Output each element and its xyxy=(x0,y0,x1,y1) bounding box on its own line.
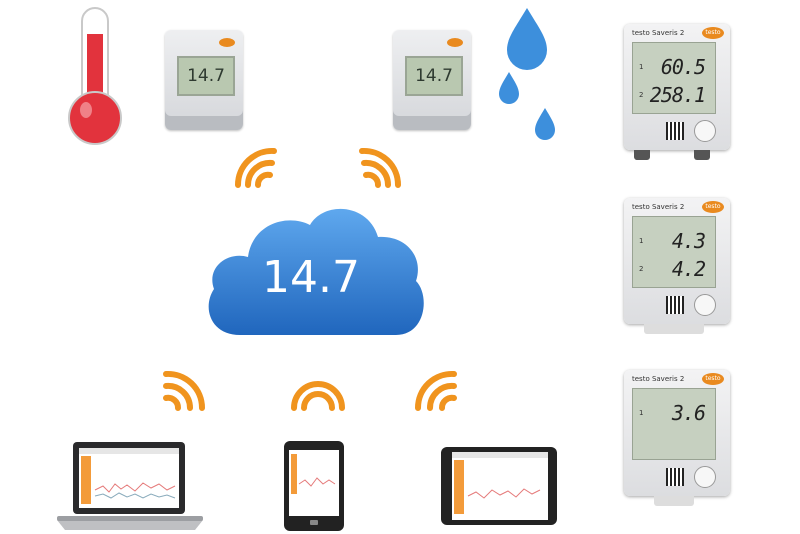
wifi-signal-icon xyxy=(160,368,208,414)
device-title: testo Saveris 2 xyxy=(632,375,685,383)
thermometer-icon xyxy=(60,6,130,146)
data-logger-left: 14.7 xyxy=(165,30,243,130)
wifi-signal-icon xyxy=(352,145,404,191)
qr-code xyxy=(666,296,684,314)
device-button xyxy=(694,466,716,488)
saveris-device-1: testo Saveris 2 testo 1 60.5 2 258.1 xyxy=(624,24,730,160)
testo-logo: testo xyxy=(702,201,724,213)
tablet-icon xyxy=(440,446,558,526)
device-display: 1 3.6 xyxy=(632,388,716,460)
cloud-value: 14.7 xyxy=(262,252,360,303)
testo-logo xyxy=(447,38,463,47)
channel-2-value: 258.1 xyxy=(649,83,706,107)
saveris-device-3: testo Saveris 2 testo 1 3.6 xyxy=(624,370,730,506)
smartphone-icon xyxy=(283,440,345,532)
qr-code xyxy=(666,468,684,486)
logger-display: 14.7 xyxy=(177,56,235,96)
saveris-device-2: testo Saveris 2 testo 1 4.3 2 4.2 xyxy=(624,198,730,334)
channel-1-value: 3.6 xyxy=(671,401,706,425)
qr-code xyxy=(666,122,684,140)
device-button xyxy=(694,294,716,316)
device-button xyxy=(694,120,716,142)
testo-logo: testo xyxy=(702,373,724,385)
channel-1-value: 60.5 xyxy=(660,55,706,79)
laptop-icon xyxy=(55,440,205,532)
device-title: testo Saveris 2 xyxy=(632,203,685,211)
testo-logo xyxy=(219,38,235,47)
water-drops-icon xyxy=(495,6,575,146)
device-display: 1 4.3 2 4.2 xyxy=(632,216,716,288)
device-display: 1 60.5 2 258.1 xyxy=(632,42,716,114)
wifi-signal-icon xyxy=(290,378,346,412)
data-logger-right: 14.7 xyxy=(393,30,471,130)
wifi-signal-icon xyxy=(412,368,460,414)
cloud-icon xyxy=(200,195,430,345)
wifi-signal-icon xyxy=(232,145,284,191)
device-title: testo Saveris 2 xyxy=(632,29,685,37)
testo-logo: testo xyxy=(702,27,724,39)
channel-1-value: 4.3 xyxy=(671,229,706,253)
logger-display: 14.7 xyxy=(405,56,463,96)
channel-2-value: 4.2 xyxy=(671,257,706,281)
